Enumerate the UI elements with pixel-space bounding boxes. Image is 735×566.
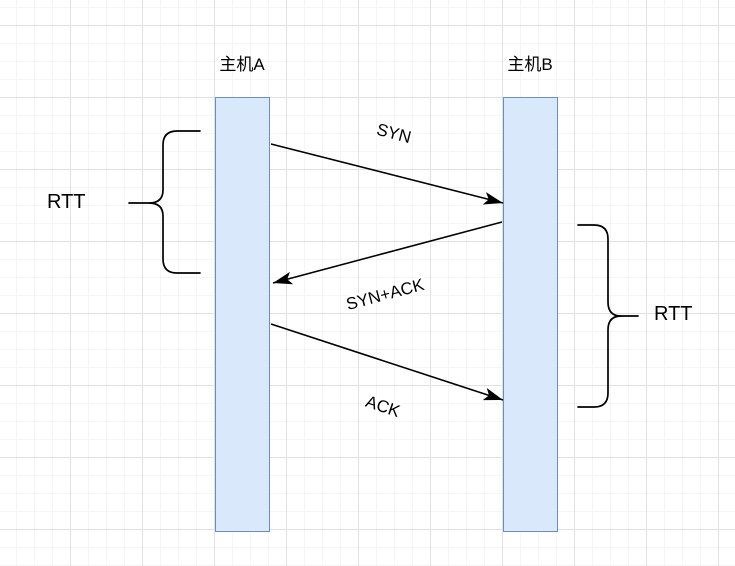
syn-ack-message-label: SYN+ACK [344,275,427,314]
host-a-label: 主机A [219,55,265,74]
rtt-annotation-left: RTT [47,191,86,213]
host-b-label: 主机B [507,55,553,74]
syn-ack-arrow [272,221,503,285]
rtt-brace-left [148,130,201,274]
rtt-annotation-right: RTT [654,303,693,325]
syn-arrow [270,143,504,205]
lifeline-host-b [503,97,558,532]
syn-message-label: SYN [375,120,414,147]
ack-arrow [270,323,504,401]
rtt-brace-right [577,224,622,408]
ack-message-label: ACK [363,392,403,421]
lifeline-host-a [215,97,270,532]
